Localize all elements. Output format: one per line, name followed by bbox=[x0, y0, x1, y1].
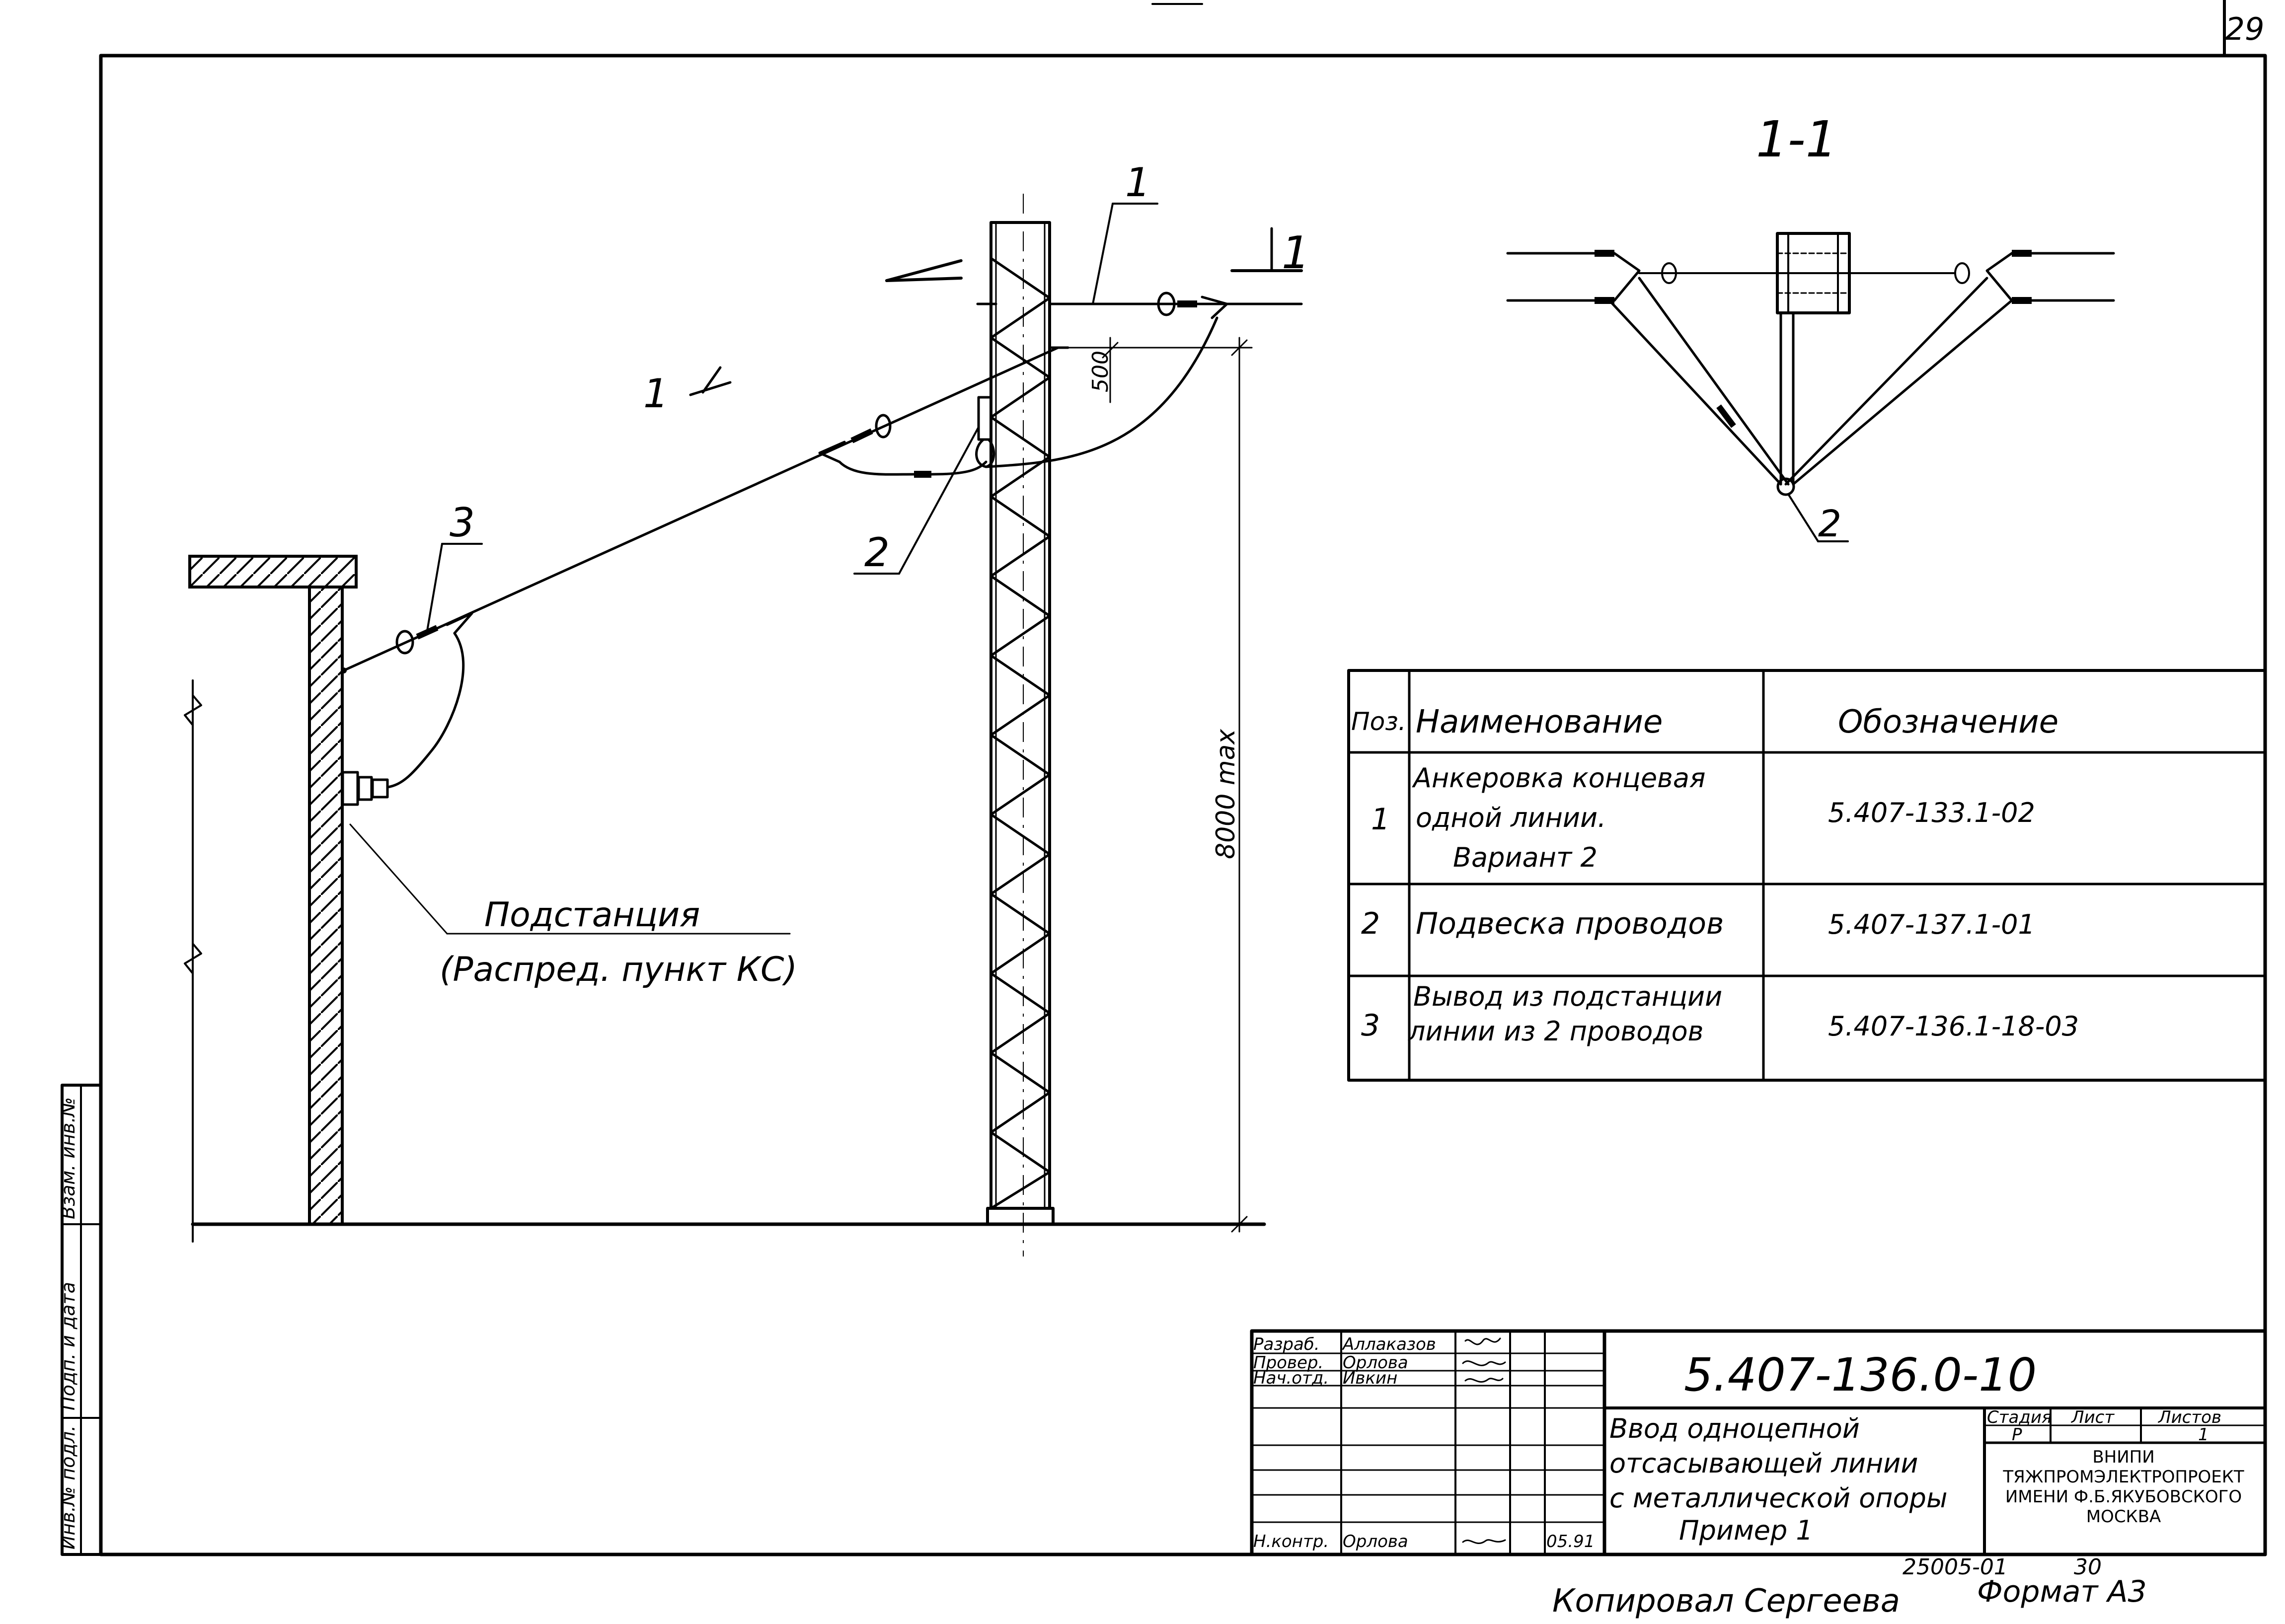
spec-row3-name-1: Вывод из подстанции bbox=[1413, 981, 1722, 1012]
spec-header-code: Обозначение bbox=[1838, 704, 2058, 740]
section-mark: 1 1 bbox=[643, 227, 1310, 417]
tb-org-2: ТЯЖПРОМЭЛЕКТРОПРОЕКТ bbox=[2002, 1467, 2244, 1487]
tb-org-1: ВНИПИ bbox=[2092, 1447, 2154, 1467]
tb-title-3: с металлической опоры bbox=[1609, 1482, 1948, 1514]
spec-header-name: Наименование bbox=[1416, 704, 1663, 740]
tb-role-4: Н.контр. bbox=[1253, 1532, 1329, 1551]
dim-offset: 500 bbox=[1088, 351, 1113, 392]
spec-row1-code: 5.407-133.1-02 bbox=[1828, 797, 2035, 828]
substation-label: Подстанция (Распред. пункт КС) bbox=[349, 823, 797, 989]
tb-title-2: отсасывающей линии bbox=[1609, 1448, 1918, 1479]
tb-name-3: Ивкин bbox=[1343, 1368, 1397, 1388]
dim-height: 8000 max bbox=[1211, 729, 1241, 859]
tb-org-3: ИМЕНИ Ф.Б.ЯКУБОВСКОГО bbox=[2005, 1487, 2242, 1507]
section-mark-right: 1 bbox=[1282, 227, 1310, 279]
spec-row2-name-1: Подвеска проводов bbox=[1416, 906, 1724, 941]
callout-3: 3 bbox=[450, 500, 475, 546]
spec-header-pos: Поз. bbox=[1351, 707, 1406, 736]
title-block: Разраб. Аллаказов Провер. Орлова Нач.отд… bbox=[1250, 1329, 2267, 1556]
spec-row3-code: 5.407-136.1-18-03 bbox=[1828, 1011, 2079, 1042]
spec-row2-pos: 2 bbox=[1361, 906, 1380, 941]
stamp-sign-label: Подп. и дата bbox=[57, 1282, 79, 1410]
callout-2: 2 bbox=[864, 529, 890, 576]
spec-row3-pos: 3 bbox=[1361, 1008, 1380, 1043]
tb-sheets-header: Листов bbox=[2157, 1407, 2221, 1427]
tb-name-4: Орлова bbox=[1343, 1532, 1408, 1551]
substation-wall bbox=[184, 555, 358, 1243]
tb-stage: Р bbox=[2012, 1425, 2022, 1445]
spec-row3-name-2: линии из 2 проводов bbox=[1408, 1016, 1703, 1047]
tb-stage-header: Стадия bbox=[1987, 1407, 2052, 1427]
footer: Копировал Сергеева 25005-01 30 Формат А3 bbox=[1552, 1554, 2147, 1620]
tb-org-4: МОСКВА bbox=[2086, 1507, 2161, 1527]
footer-number: 25005-01 bbox=[1903, 1554, 2008, 1580]
footer-format: Формат А3 bbox=[1977, 1574, 2147, 1609]
section-callout-2: 2 bbox=[1818, 503, 1841, 545]
side-stamp: Инв.№ подл. Подп. и дата Взам. инв.№ bbox=[57, 1084, 102, 1556]
dimensions: 500 8000 max bbox=[1049, 303, 1253, 1233]
callouts: 1 2 3 bbox=[426, 159, 1158, 632]
section-view: 1-1 2 bbox=[1506, 110, 2115, 545]
substation-label-line2: (Распред. пункт КС) bbox=[440, 950, 797, 989]
tb-sheets: 1 bbox=[2198, 1425, 2209, 1445]
tb-name-2: Орлова bbox=[1343, 1353, 1408, 1373]
callout-1: 1 bbox=[1125, 159, 1150, 206]
substation-label-line1: Подстанция bbox=[484, 895, 700, 935]
spec-row1-name-3: Вариант 2 bbox=[1453, 842, 1598, 873]
spec-row2-code: 5.407-137.1-01 bbox=[1828, 909, 2035, 940]
wires bbox=[341, 292, 1303, 789]
tb-sheet-header: Лист bbox=[2070, 1407, 2115, 1427]
spec-row1-name-1: Анкеровка концевая bbox=[1412, 762, 1705, 794]
sheet-frame: 29 bbox=[99, 0, 2267, 1556]
sheet-number: 29 bbox=[2225, 11, 2265, 47]
tb-doc-code: 5.407-136.0-10 bbox=[1684, 1348, 2037, 1402]
tb-title-4: Пример 1 bbox=[1679, 1515, 1813, 1546]
lattice-pole bbox=[976, 194, 1069, 1256]
wall-bushing bbox=[341, 771, 389, 806]
spec-row1-name-2: одной линии. bbox=[1416, 802, 1606, 833]
section-mark-left: 1 bbox=[643, 370, 669, 417]
tb-role-3: Нач.отд. bbox=[1253, 1368, 1329, 1388]
spec-table: Поз. Наименование Обозначение 1 Анкеровк… bbox=[1347, 669, 2267, 1082]
tb-title-1: Ввод одноцепной bbox=[1609, 1413, 1860, 1444]
stamp-inv-label: Инв.№ подл. bbox=[57, 1425, 79, 1550]
stamp-replace-label: Взам. инв.№ bbox=[57, 1097, 79, 1219]
tb-name-1: Аллаказов bbox=[1342, 1334, 1436, 1354]
spec-row1-pos: 1 bbox=[1371, 802, 1390, 837]
tb-role-1: Разраб. bbox=[1253, 1334, 1320, 1354]
footer-copied: Копировал Сергеева bbox=[1552, 1583, 1900, 1620]
tb-date-4: 05.91 bbox=[1546, 1532, 1595, 1551]
section-view-label: 1-1 bbox=[1756, 110, 1837, 168]
footer-page: 30 bbox=[2074, 1554, 2102, 1580]
tb-role-2: Провер. bbox=[1253, 1353, 1323, 1373]
